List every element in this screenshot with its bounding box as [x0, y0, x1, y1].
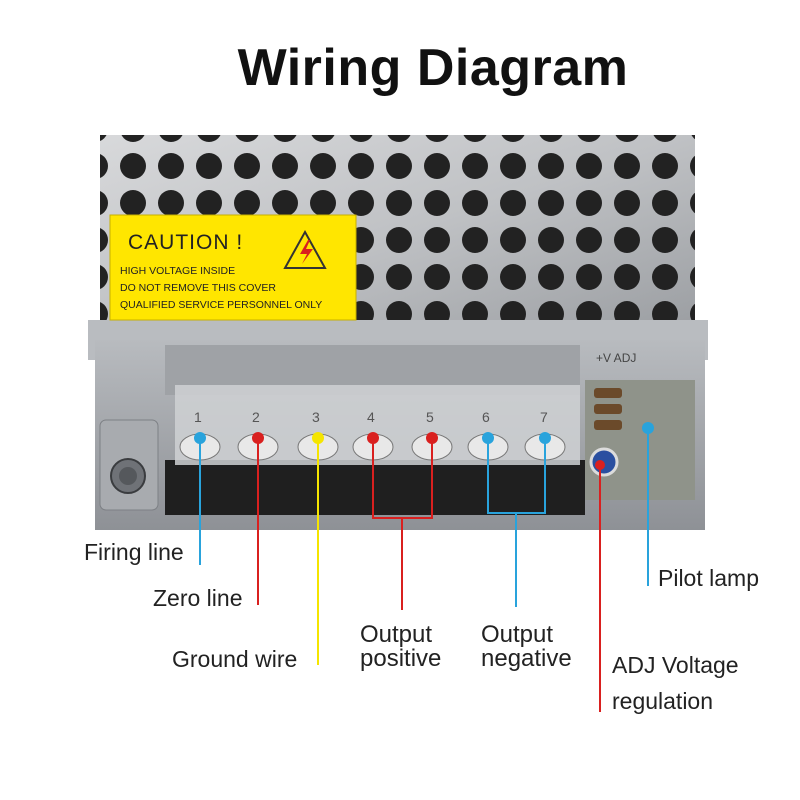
terminal-1: 1	[194, 409, 202, 425]
caution-line-3: QUALIFIED SERVICE PERSONNEL ONLY	[120, 299, 322, 311]
caution-heading: CAUTION !	[128, 231, 243, 254]
page-title: Wiring Diagram	[237, 39, 629, 97]
dot-terminal-6	[482, 432, 494, 444]
terminal-dots	[194, 422, 654, 470]
terminal-numbers: 1 2 3 4 5 6 7	[194, 409, 548, 425]
label-zero-line: Zero line	[153, 585, 243, 611]
terminal-5: 5	[426, 409, 434, 425]
dot-terminal-1	[194, 432, 206, 444]
label-firing-line: Firing line	[84, 539, 184, 565]
label-adj-line2: regulation	[612, 688, 714, 714]
label-output-positive-line1: Output	[360, 621, 433, 648]
dot-terminal-4	[367, 432, 379, 444]
dot-terminal-5	[426, 432, 438, 444]
dot-terminal-2	[252, 432, 264, 444]
dot-terminal-3	[312, 432, 324, 444]
terminal-6: 6	[482, 409, 490, 425]
dot-terminal-7	[539, 432, 551, 444]
leader-lines	[199, 428, 649, 712]
label-pilot-lamp: Pilot lamp	[658, 565, 759, 591]
terminal-7: 7	[540, 409, 548, 425]
label-output-positive: Output positive	[360, 623, 441, 671]
label-output-negative: Output negative	[481, 623, 572, 671]
dot-adj	[595, 460, 605, 470]
label-output-positive-line2: positive	[360, 645, 442, 672]
terminal-4: 4	[367, 409, 375, 425]
label-output-negative-line2: negative	[481, 645, 572, 672]
warning-icon	[283, 229, 327, 269]
dot-pilot-lamp	[642, 422, 654, 434]
caution-label: CAUTION ! HIGH VOLTAGE INSIDE DO NOT REM…	[109, 214, 357, 321]
label-output-negative-line1: Output	[481, 621, 554, 648]
caution-line-1: HIGH VOLTAGE INSIDE	[120, 265, 235, 277]
caution-line-2: DO NOT REMOVE THIS COVER	[120, 282, 276, 294]
lower-body: +V ADJ	[95, 340, 705, 530]
terminal-3: 3	[312, 409, 320, 425]
label-adj-line1: ADJ Voltage	[612, 652, 739, 678]
perforated-cover	[88, 135, 708, 360]
label-ground-wire: Ground wire	[172, 646, 298, 672]
adj-marking: +V ADJ	[596, 351, 636, 365]
terminal-2: 2	[252, 409, 260, 425]
